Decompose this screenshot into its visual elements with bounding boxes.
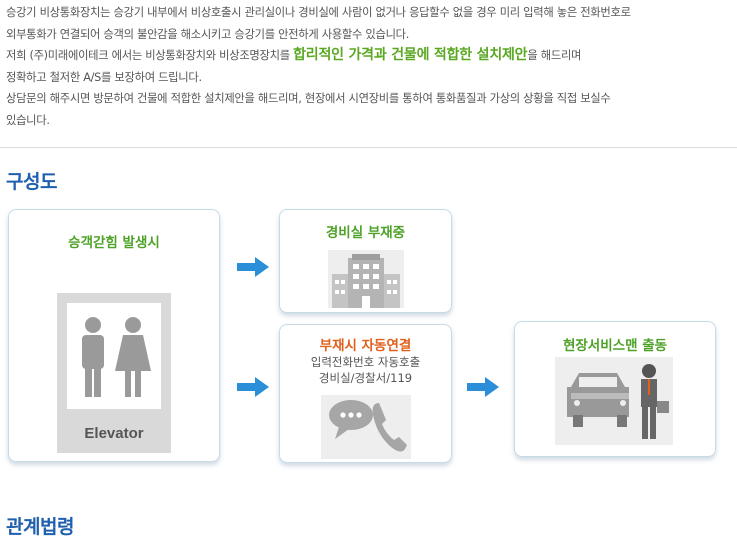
card-subtitle: 경비실/경찰서/119 xyxy=(318,371,413,385)
intro-text: 승강기 비상통화장치는 승강기 내부에서 비상호출시 관리실이나 경비실에 사람… xyxy=(6,2,734,131)
card-subtitle: 입력전화번호 자동호출 xyxy=(310,355,421,369)
highlight-text: 합리적인 가격과 건물에 적합한 설치제안 xyxy=(293,47,528,63)
intro-line: 상담문의 해주시면 방문하여 건물에 적합한 설치제안을 해드리며, 현장에서 … xyxy=(6,92,611,105)
phone-chat-icon xyxy=(321,395,411,459)
divider xyxy=(0,147,737,148)
elevator-image: Elevator xyxy=(57,293,171,453)
intro-line: 정확하고 철저한 A/S를 보장하여 드립니다. xyxy=(6,70,202,84)
elevator-label: Elevator xyxy=(84,425,144,442)
intro-line: 승강기 비상통화장치는 승강기 내부에서 비상호출시 관리실이나 경비실에 사람… xyxy=(6,6,631,19)
card-service-dispatch: 현장서비스맨 출동 xyxy=(514,321,716,457)
arrow-right-icon xyxy=(467,377,499,397)
intro-line: 외부통화가 연결되어 승객의 불안감을 해소시키고 승강기를 안전하게 사용할수… xyxy=(6,27,410,41)
card-title: 부재시 자동연결 xyxy=(319,338,412,354)
passengers-icon xyxy=(82,317,151,397)
intro-line: 저희 (주)미래에이테크 에서는 비상통화장치와 비상조명장치를 합리적인 가격… xyxy=(6,47,582,63)
section-title-diagram: 구성도 xyxy=(6,171,57,193)
card-passenger-trapped: 승객갇힘 발생시 Elevator xyxy=(8,209,220,462)
card-title: 현장서비스맨 출동 xyxy=(562,338,668,354)
card-auto-connect: 부재시 자동연결 입력전화번호 자동호출 경비실/경찰서/119 xyxy=(279,324,452,463)
building-icon xyxy=(328,250,404,308)
card-title: 경비실 부재중 xyxy=(325,225,406,241)
card-guard-absent: 경비실 부재중 xyxy=(279,209,452,313)
section-title-regulations: 관계법령 xyxy=(6,516,74,538)
arrow-right-icon xyxy=(237,257,269,277)
card-title: 승객갇힘 발생시 xyxy=(68,235,160,251)
intro-line: 있습니다. xyxy=(6,113,50,127)
elevator-door xyxy=(65,301,163,411)
car-serviceman-icon xyxy=(555,357,673,445)
arrow-right-icon xyxy=(237,377,269,397)
